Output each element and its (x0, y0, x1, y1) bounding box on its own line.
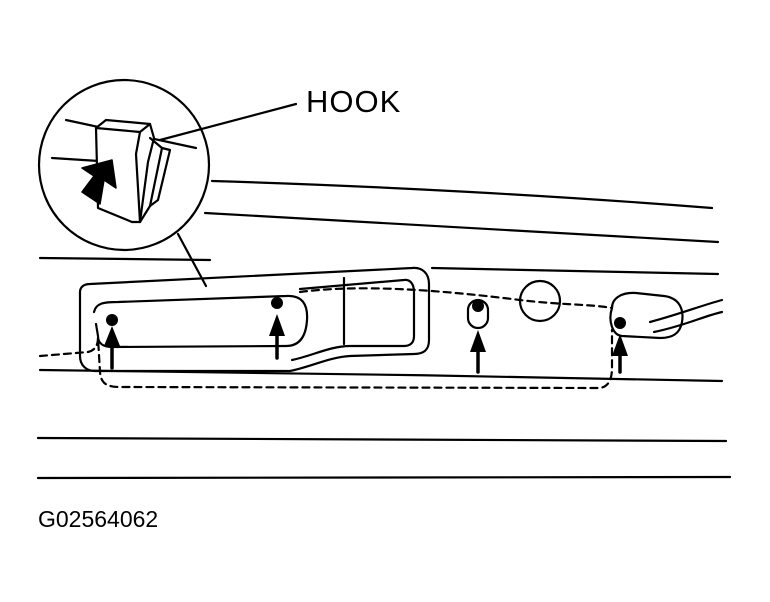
push-arrow-icon (81, 159, 117, 205)
clip-dot-icon (472, 300, 484, 312)
lower-line-2 (36, 475, 732, 480)
figure-id: G02564062 (38, 506, 159, 532)
lower-line-1 (36, 436, 728, 443)
up-arrow-icon (269, 314, 285, 360)
up-arrow-icon (470, 330, 486, 374)
up-arrow-icon (612, 334, 628, 374)
hook-detail (50, 118, 198, 224)
trim-panel-outer (78, 266, 431, 373)
clip-dot-icon (271, 297, 283, 309)
hook-callout-label: HOOK (306, 84, 402, 119)
body-line-top (210, 179, 714, 210)
up-arrow-icon (104, 326, 120, 370)
right-grommet (609, 291, 684, 340)
round-hole (518, 279, 562, 323)
wire-harness (648, 298, 724, 334)
clip-dot-icon (106, 314, 118, 326)
body-line-third (38, 256, 720, 276)
body-line-second (203, 211, 720, 244)
trim-panel-inner-edge (290, 278, 416, 362)
hidden-outline-dashed (38, 287, 614, 390)
hook-leader (158, 102, 298, 142)
clip-dot-icon (614, 317, 626, 329)
detail-leader (176, 232, 208, 288)
